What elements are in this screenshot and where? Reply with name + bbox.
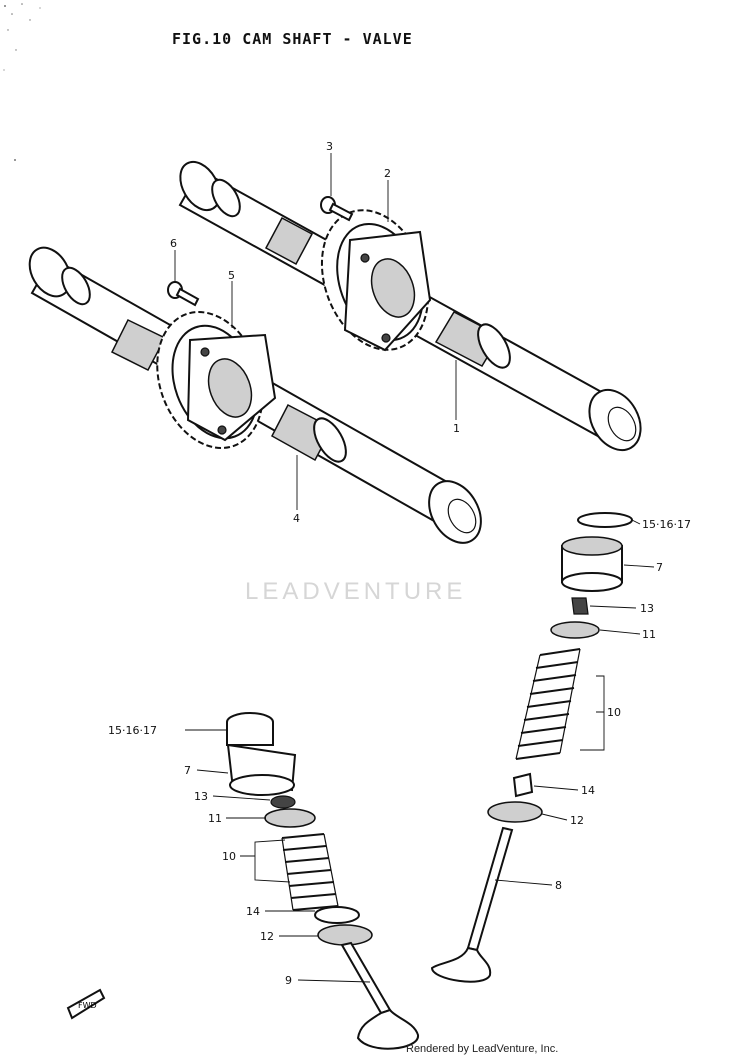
- fwd-arrow: FWD: [66, 988, 106, 1020]
- callout-10-right: 10: [607, 706, 621, 719]
- left-stem-seal: [314, 906, 360, 924]
- right-tappet: [561, 536, 623, 592]
- callout-10-left: 10: [222, 850, 236, 863]
- watermark: LEADVENTURE: [245, 578, 467, 605]
- right-stem-seal: [512, 772, 534, 798]
- callout-13-right: 13: [640, 602, 654, 615]
- callout-8: 8: [555, 879, 562, 892]
- callout-3: 3: [326, 140, 333, 153]
- callout-7-right: 7: [656, 561, 663, 574]
- left-tappet: [226, 743, 297, 796]
- callout-11-right: 11: [642, 628, 656, 641]
- right-valve-assembly: [430, 512, 633, 983]
- lower-sprocket-bolt: [167, 281, 200, 307]
- callout-12-left: 12: [260, 930, 274, 943]
- callout-5: 5: [228, 269, 235, 282]
- right-valve-springs: [515, 648, 581, 760]
- callout-12-right: 12: [570, 814, 584, 827]
- callout-14-left: 14: [246, 905, 260, 918]
- right-shim: [577, 512, 633, 528]
- upper-sprocket-bolt: [320, 196, 354, 222]
- scan-noise: [3, 3, 41, 161]
- right-retainer: [550, 621, 600, 639]
- right-valve: [430, 826, 514, 983]
- left-valve-springs: [281, 833, 339, 911]
- right-spring-seat: [487, 801, 543, 823]
- callout-9: 9: [285, 974, 292, 987]
- callout-7-left: 7: [184, 764, 191, 777]
- credit-line: Rendered by LeadVenture, Inc.: [406, 1043, 559, 1055]
- callout-1: 1: [453, 422, 460, 435]
- callout-2: 2: [384, 167, 391, 180]
- callout-6: 6: [170, 237, 177, 250]
- left-valve: [340, 941, 419, 1050]
- callout-15-16-17-right: 15·16·17: [642, 518, 691, 531]
- right-cotter: [571, 597, 589, 615]
- callout-14-right: 14: [581, 784, 595, 797]
- fwd-label: FWD: [78, 1001, 97, 1010]
- upper-cam-sprocket: [320, 209, 432, 352]
- lower-cam-sprocket: [156, 311, 277, 449]
- callout-15-16-17-left: 15·16·17: [108, 724, 157, 737]
- left-cotter: [270, 795, 296, 809]
- figure-title: FIG.10 CAM SHAFT - VALVE: [172, 30, 413, 48]
- left-retainer: [264, 808, 316, 828]
- left-spring-seat: [317, 924, 373, 946]
- callout-4: 4: [293, 512, 300, 525]
- callouts: 3 2 6 5 1 4 15·16·17 7 13 11 10 14 12 8 …: [108, 140, 691, 987]
- left-shim: [226, 712, 274, 746]
- callout-11-left: 11: [208, 812, 222, 825]
- leader-lines: [174, 153, 655, 983]
- callout-13-left: 13: [194, 790, 208, 803]
- left-valve-assembly: [226, 712, 419, 1050]
